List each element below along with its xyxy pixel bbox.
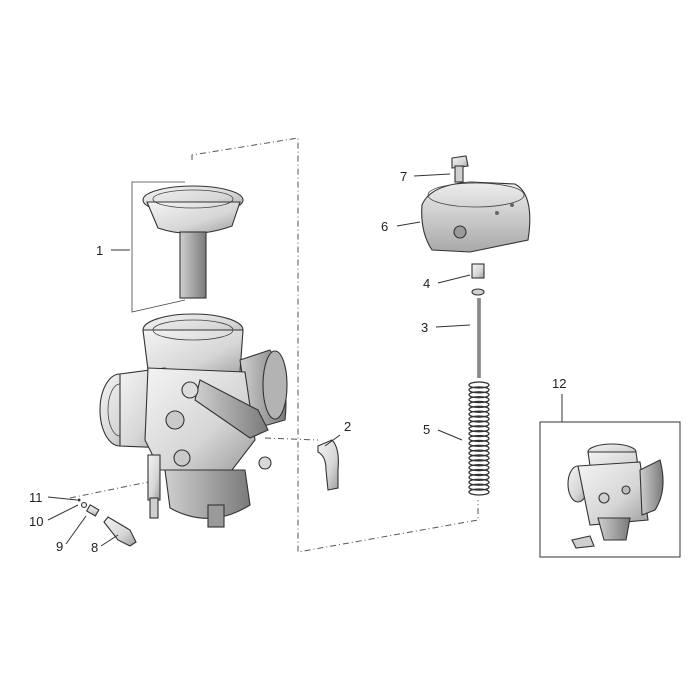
spring-coil: [468, 454, 490, 462]
callout-5: 5: [423, 422, 430, 437]
part-7-screw: [451, 155, 469, 183]
spring-coil: [468, 434, 490, 443]
part-5-spring: [468, 381, 490, 496]
spring-coil: [468, 386, 490, 394]
spring-coil: [468, 391, 490, 399]
spring-coil: [468, 395, 490, 404]
part-12-assembly-inset: [539, 421, 681, 558]
callout-10: 10: [29, 514, 43, 529]
spring-coil: [468, 425, 490, 433]
part-8-11-pilot-screw-set: [77, 498, 137, 547]
spring-coil: [468, 439, 490, 448]
callout-2: 2: [344, 419, 351, 434]
callout-4: 4: [423, 276, 430, 291]
spring-coil: [468, 488, 490, 496]
callout-7: 7: [400, 169, 407, 184]
spring-coil: [468, 381, 490, 389]
callout-11: 11: [29, 490, 43, 505]
callout-1: 1: [96, 243, 103, 258]
spring-coil: [468, 478, 490, 486]
callout-3: 3: [421, 320, 428, 335]
spring-coil: [468, 429, 490, 438]
spring-coil: [468, 420, 490, 428]
spring-coil: [468, 444, 490, 452]
part-6-cap: [421, 181, 531, 253]
spring-coil: [468, 400, 490, 409]
spring-coil: [468, 415, 490, 423]
spring-coil: [468, 449, 490, 457]
spring-coil: [468, 483, 490, 491]
spring-coil: [468, 464, 490, 472]
part-1-cover-tube: [131, 181, 244, 313]
spring-coil: [468, 468, 490, 477]
carburetor-body: [99, 313, 288, 528]
callout-6: 6: [381, 219, 388, 234]
callout-12: 12: [552, 376, 566, 391]
spring-coil: [468, 473, 490, 482]
spring-coil: [468, 459, 490, 467]
assembly-lines: [69, 137, 479, 553]
part-2-hose: [317, 439, 339, 491]
callout-8: 8: [91, 540, 98, 555]
spring-coil: [468, 405, 490, 413]
leader-lines: [47, 173, 563, 547]
spring-coil: [468, 410, 490, 418]
callout-9: 9: [56, 539, 63, 554]
part-4-clip: [471, 263, 485, 296]
